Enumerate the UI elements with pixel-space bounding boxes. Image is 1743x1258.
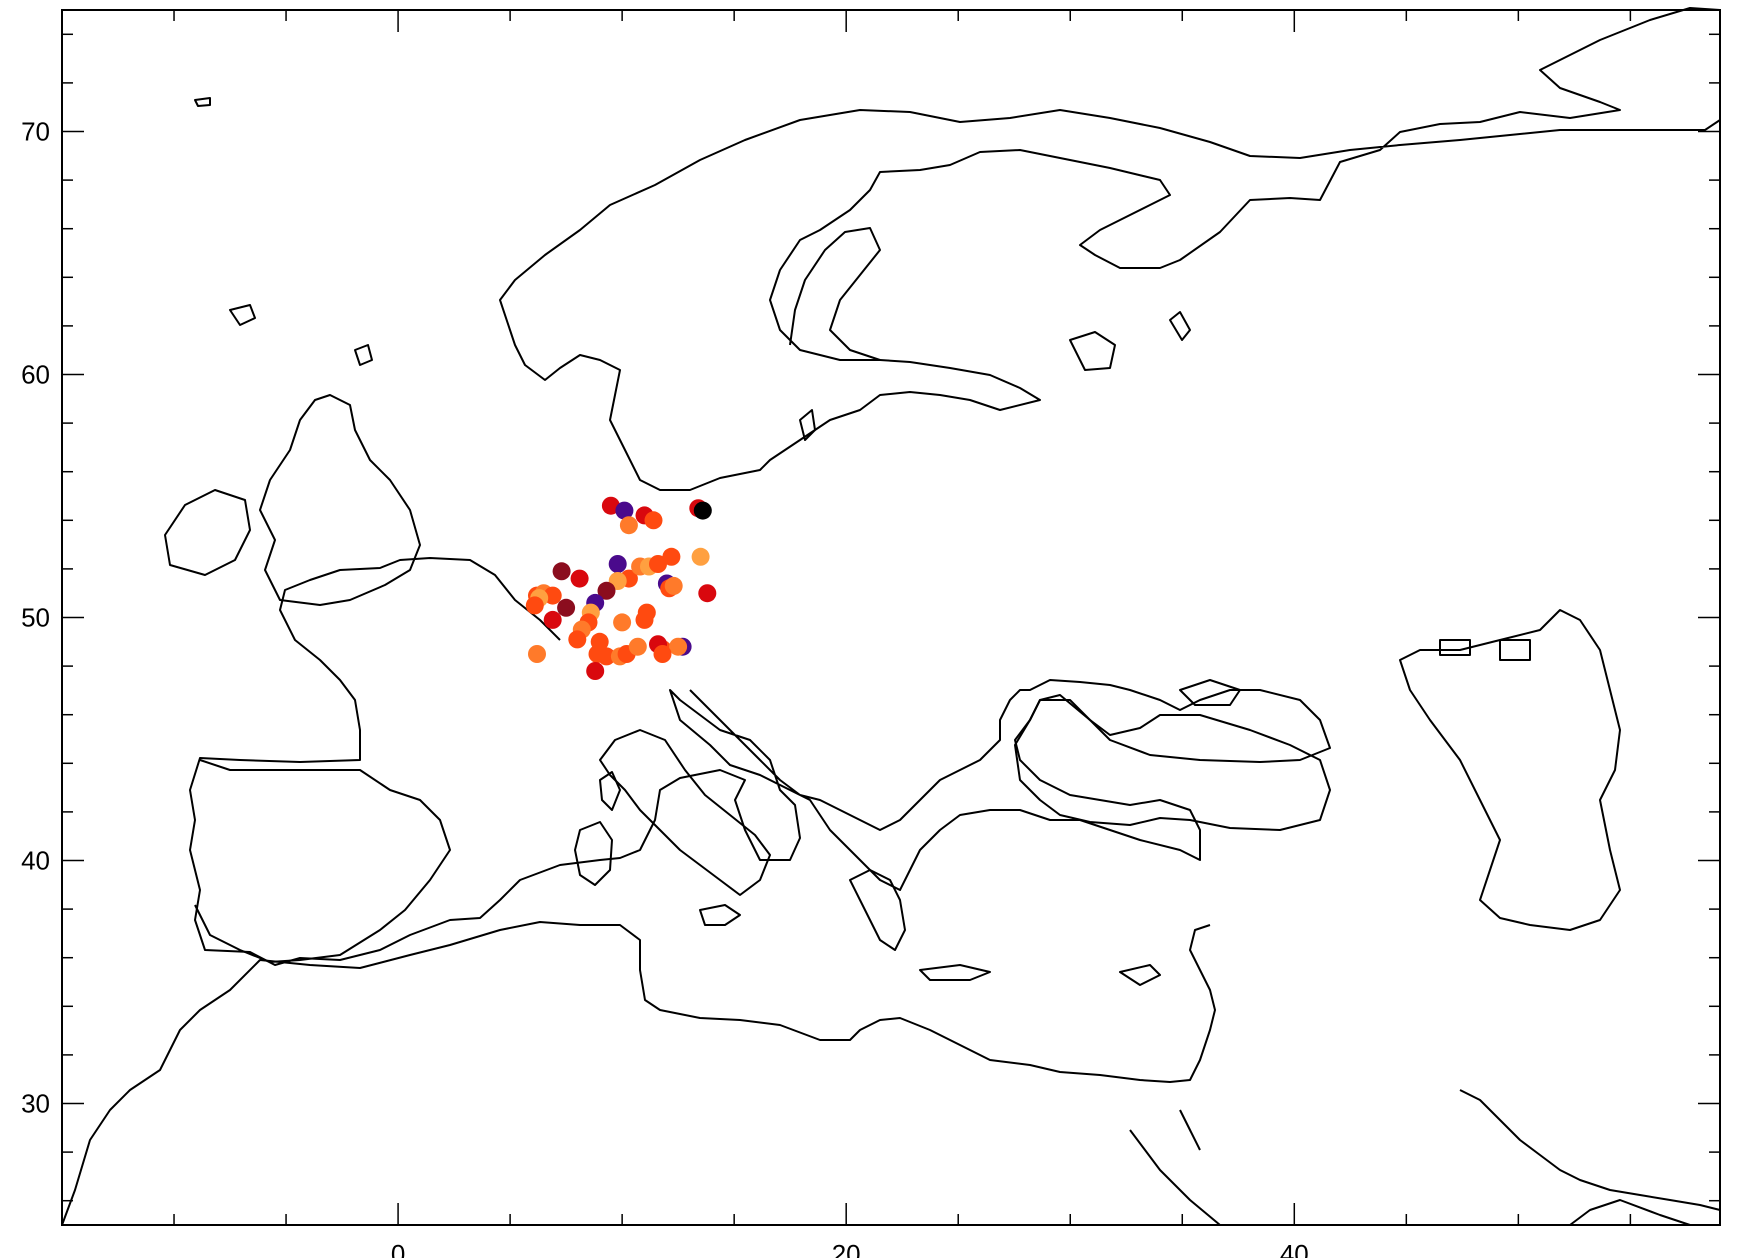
plot-border: [61, 9, 1721, 1226]
coastline-arabia-gulf-shore: [1569, 1199, 1691, 1226]
x-tick-label: 20: [832, 1239, 861, 1258]
station-marker: [570, 569, 589, 588]
station-marker: [597, 581, 616, 600]
coastline-ireland: [164, 489, 251, 576]
coastline-iberia: [194, 759, 451, 963]
marker-layer: [525, 496, 717, 680]
coastline-caspian-north-bay: [1499, 639, 1531, 661]
station-marker: [693, 501, 712, 520]
coastlines: [61, 7, 1721, 1226]
coastline-bothnia: [789, 227, 881, 361]
station-marker: [568, 630, 587, 649]
station-marker: [628, 637, 647, 656]
station-marker: [698, 584, 717, 603]
y-tick-label: 50: [21, 603, 50, 633]
station-marker: [619, 516, 638, 535]
coastline-gotland: [799, 409, 816, 441]
coastline-north-africa: [61, 921, 1216, 1226]
coastline-corsica: [599, 771, 621, 811]
x-tick-label: 0: [391, 1239, 405, 1258]
station-marker: [653, 645, 672, 663]
station-marker: [644, 511, 663, 530]
tick-labels: 0 20 40 30 40 50 60 70: [21, 117, 1309, 1258]
coastline-lake-ladoga: [1069, 331, 1116, 371]
coastline-faroe: [229, 304, 256, 326]
station-marker: [528, 645, 546, 663]
station-marker: [543, 586, 562, 605]
station-marker: [615, 501, 634, 520]
station-marker: [586, 662, 605, 680]
station-marker: [662, 547, 681, 566]
coastline-persian-gulf: [1459, 1089, 1721, 1211]
coastline-arabia: [1129, 1129, 1221, 1226]
station-marker: [613, 613, 632, 632]
coastline-europe: [189, 557, 1331, 966]
coastline-italy: [599, 729, 771, 896]
coastline-scandinavia: [499, 7, 1721, 491]
coastline-red-sea-east: [1179, 1109, 1201, 1151]
coastline-sardinia: [574, 821, 613, 886]
coastline-sicily: [699, 904, 741, 926]
y-tick-label: 70: [21, 117, 50, 147]
coastline-caspian-inlet: [1439, 639, 1471, 656]
axes-frame: [61, 9, 1721, 1226]
station-marker: [664, 576, 683, 595]
station-marker: [557, 598, 576, 617]
station-marker: [691, 547, 710, 566]
coastline-crete: [919, 964, 991, 981]
coastline-shetland: [354, 344, 373, 366]
station-marker: [608, 555, 627, 573]
station-marker: [649, 555, 667, 573]
coastline-black-sea: [1014, 699, 1331, 831]
coastline-sea-of-azov: [1179, 679, 1241, 706]
coastline-greece: [849, 869, 906, 951]
tick-marks: [61, 10, 1720, 1225]
station-marker: [597, 647, 616, 666]
station-marker: [543, 610, 562, 629]
y-tick-label: 40: [21, 846, 50, 876]
y-tick-label: 60: [21, 360, 50, 390]
coastline-lake-onega: [1169, 311, 1191, 341]
station-marker: [669, 637, 688, 656]
station-marker: [637, 603, 656, 622]
coastline-cyprus: [1119, 964, 1161, 986]
coastline-caspian: [1399, 609, 1621, 931]
coastline-great-britain: [259, 394, 421, 606]
x-tick-label: 40: [1280, 1239, 1309, 1258]
y-tick-label: 30: [21, 1089, 50, 1119]
coastline-iceland-fragment: [194, 97, 211, 107]
station-marker: [552, 562, 571, 581]
station-marker: [601, 496, 620, 515]
station-marker: [525, 596, 544, 615]
